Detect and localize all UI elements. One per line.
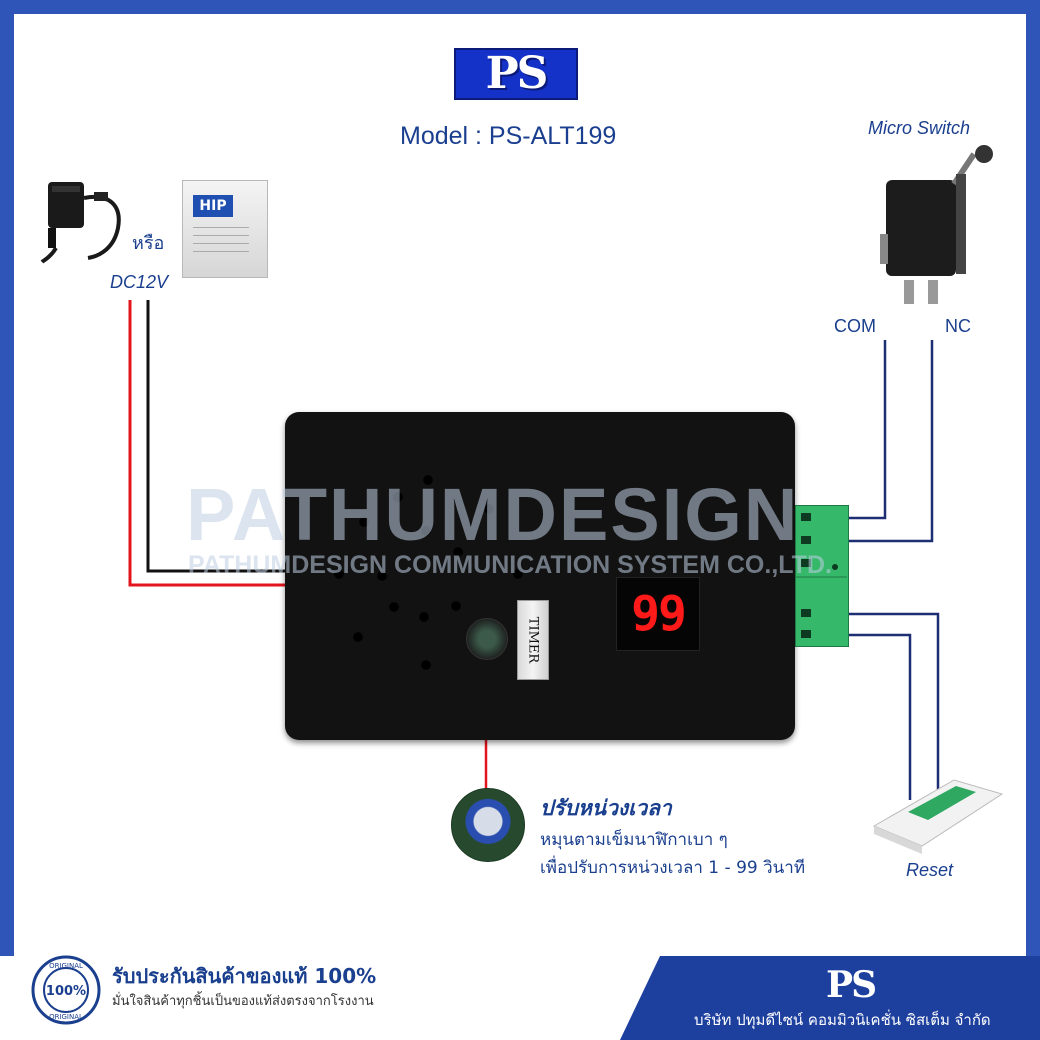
adjust-line-1: หมุนตามเข็มนาฬิกาเบา ๆ [540, 830, 728, 850]
or-label: หรือ [132, 233, 165, 253]
footer-left [0, 956, 700, 1040]
potentiometer-closeup [451, 788, 525, 862]
adjust-title: ปรับหน่วงเวลา [540, 796, 672, 820]
company-name: บริษัท ปทุมดีไซน์ คอมมิวนิเคชั่น ซิสเต็ม… [694, 1011, 991, 1029]
original-badge-icon: 100% ORIGINAL ORIGINAL [31, 955, 101, 1025]
nc-wire [808, 340, 934, 543]
warranty-subtitle: มั่นใจสินค้าทุกชิ้นเป็นของแท้ส่งตรงจากโร… [112, 994, 374, 1009]
red-power-wire [128, 300, 290, 587]
led-display: 99 [616, 577, 700, 651]
micro-switch-title: Micro Switch [868, 118, 971, 138]
timer-device [285, 412, 795, 740]
terminal-screws [795, 513, 847, 638]
reset-label: Reset [906, 860, 954, 880]
speaker-hole [512, 568, 524, 580]
black-power-wire [146, 300, 290, 573]
voltage-label: DC12V [110, 272, 169, 292]
speaker-hole [388, 601, 400, 613]
com-label: COM [834, 316, 876, 336]
speaker-hole [420, 525, 432, 537]
terminal-block [795, 505, 849, 647]
watermark-main: PATHUMDESIGN [186, 473, 800, 556]
speaker-hole [376, 570, 388, 582]
power-adapter-icon [40, 182, 121, 264]
svg-text:ORIGINAL: ORIGINAL [49, 962, 83, 970]
footer-right [620, 956, 1040, 1040]
micro-switch-icon [880, 145, 993, 304]
speaker-hole [422, 474, 434, 486]
speaker-hole [352, 631, 364, 643]
reset-wire-1 [808, 612, 940, 800]
adjust-line-2: เพื่อปรับการหน่วงเวลา 1 - 99 วินาที [540, 858, 806, 878]
speaker-hole [392, 491, 404, 503]
speaker-hole [420, 659, 432, 671]
watermark-sub: PATHUMDESIGN COMMUNICATION SYSTEM CO.,LT… [188, 551, 832, 579]
com-wire [808, 340, 887, 520]
speaker-hole [483, 503, 495, 515]
reset-button-icon [872, 779, 1004, 854]
speaker-hole [450, 600, 462, 612]
svg-text:ORIGINAL: ORIGINAL [49, 1013, 83, 1021]
psu-brand: HIP [193, 195, 233, 217]
svg-text:100%: 100% [46, 984, 86, 999]
timer-label: TIMER [517, 600, 549, 680]
speaker-hole [333, 568, 345, 580]
speaker-hole [358, 516, 370, 528]
ps-logo: PS [454, 48, 578, 100]
footer-ps-logo: PS [826, 964, 877, 1006]
nc-label: NC [945, 316, 971, 336]
warranty-title: รับประกันสินค้าของแท้ 100% [112, 964, 377, 988]
speaker-hole [452, 546, 464, 558]
model-title: Model : PS-ALT199 [400, 122, 617, 150]
timer-adjust-knob[interactable] [466, 618, 508, 660]
speaker-hole [418, 611, 430, 623]
power-supply-box: HIP [182, 180, 268, 278]
